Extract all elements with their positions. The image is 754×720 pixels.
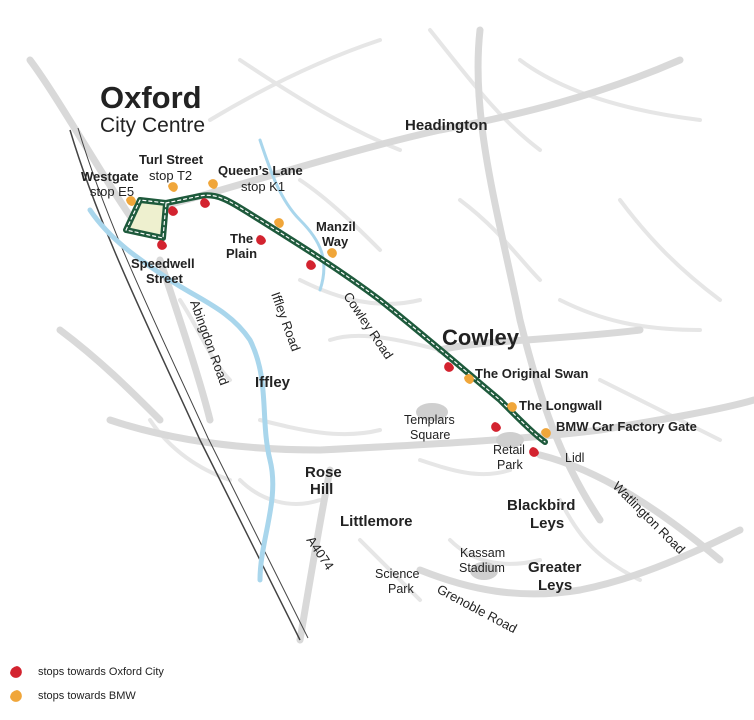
minor-roads <box>148 28 722 602</box>
map-subtitle: City Centre <box>100 114 205 137</box>
road-watlington: Watlington Road <box>610 479 688 557</box>
stop-marker-westgate[interactable] <box>126 196 136 206</box>
stop-marker-swan[interactable] <box>444 362 454 372</box>
place-retail-2: Park <box>497 458 523 472</box>
orange-stop-icon <box>10 690 22 702</box>
stop-label-speedwell-1: Speedwell <box>131 256 195 271</box>
stop-marker-bmw[interactable] <box>529 447 539 457</box>
area-blackbird: Blackbird <box>507 497 575 514</box>
stop-marker-speedwell[interactable] <box>157 240 167 250</box>
stop-marker-longwall-bmw[interactable] <box>507 402 517 412</box>
area-iffley: Iffley <box>255 374 291 391</box>
place-kassam-1: Kassam <box>460 546 505 560</box>
stop-label-swan: The Original Swan <box>475 366 588 381</box>
stop-label-longwall: The Longwall <box>519 398 602 413</box>
place-templars-1: Templars <box>404 413 455 427</box>
stop-marker-swan-bmw[interactable] <box>464 374 474 384</box>
area-littlemore: Littlemore <box>340 513 413 530</box>
stop-code-queens: stop K1 <box>241 179 285 194</box>
legend-label-bmw: stops towards BMW <box>38 690 136 702</box>
stop-label-speedwell-2: Street <box>146 271 184 286</box>
templars-square-zone <box>416 403 448 421</box>
major-roads <box>26 26 754 644</box>
stop-code-westgate: stop E5 <box>90 184 134 199</box>
stop-marker-plain-bmw[interactable] <box>274 218 284 228</box>
kassam-stadium-zone <box>470 562 498 580</box>
stop-marker-manzil[interactable] <box>306 260 316 270</box>
bus-route <box>123 192 548 445</box>
stop-label-queens: Queen’s Lane <box>218 163 303 178</box>
area-greater-leys: Leys <box>538 577 572 594</box>
stop-marker-manzil-bmw[interactable] <box>327 248 337 258</box>
stop-label-turl: Turl Street <box>139 152 204 167</box>
stop-marker-queens-bmw[interactable] <box>208 179 218 189</box>
place-retail-1: Retail <box>493 443 525 457</box>
stop-label-westgate: Westgate <box>81 169 139 184</box>
stop-marker-turl[interactable] <box>168 206 178 216</box>
railway-line <box>69 129 301 641</box>
area-greater: Greater <box>528 559 582 576</box>
legend-item-bmw: stops towards BMW <box>8 684 164 708</box>
place-science-1: Science <box>375 567 420 581</box>
stop-label-bmw: BMW Car Factory Gate <box>556 419 697 434</box>
stops-toward-bmw <box>126 179 551 438</box>
place-templars-2: Square <box>410 428 450 442</box>
area-headington: Headington <box>405 117 488 134</box>
stop-marker-longwall[interactable] <box>491 422 501 432</box>
area-leys: Leys <box>530 515 564 532</box>
red-stop-icon <box>10 666 22 678</box>
map-legend: stops towards Oxford City stops towards … <box>8 660 164 708</box>
area-hill: Hill <box>310 481 333 498</box>
road-cowley: Cowley Road <box>341 289 397 361</box>
place-kassam-2: Stadium <box>459 561 505 575</box>
stop-marker-turl-bmw[interactable] <box>168 182 178 192</box>
stop-label-plain-2: Plain <box>226 246 257 261</box>
stop-label-manzil-2: Way <box>322 234 349 249</box>
railway-line-2 <box>77 127 309 639</box>
stop-code-turl: stop T2 <box>149 168 192 183</box>
road-a4074: A4074 <box>304 533 337 573</box>
place-lidl: Lidl <box>565 451 584 465</box>
road-iffley: Iffley Road <box>268 290 303 353</box>
area-cowley: Cowley <box>442 325 520 350</box>
stop-marker-queens[interactable] <box>200 198 210 208</box>
legend-label-oxford: stops towards Oxford City <box>38 666 164 678</box>
stop-marker-bmw-bmw[interactable] <box>541 428 551 438</box>
stop-marker-plain[interactable] <box>256 235 266 245</box>
stop-label-manzil-1: Manzil <box>316 219 356 234</box>
stop-label-plain-1: The <box>230 231 253 246</box>
place-science-2: Park <box>388 582 414 596</box>
river-thames <box>87 207 276 583</box>
river-cherwell <box>258 138 326 292</box>
stops-toward-oxford <box>157 198 539 457</box>
retail-park-zone <box>496 432 524 448</box>
legend-item-oxford: stops towards Oxford City <box>8 660 164 684</box>
area-rose: Rose <box>305 464 342 481</box>
map-title: Oxford <box>100 80 202 115</box>
